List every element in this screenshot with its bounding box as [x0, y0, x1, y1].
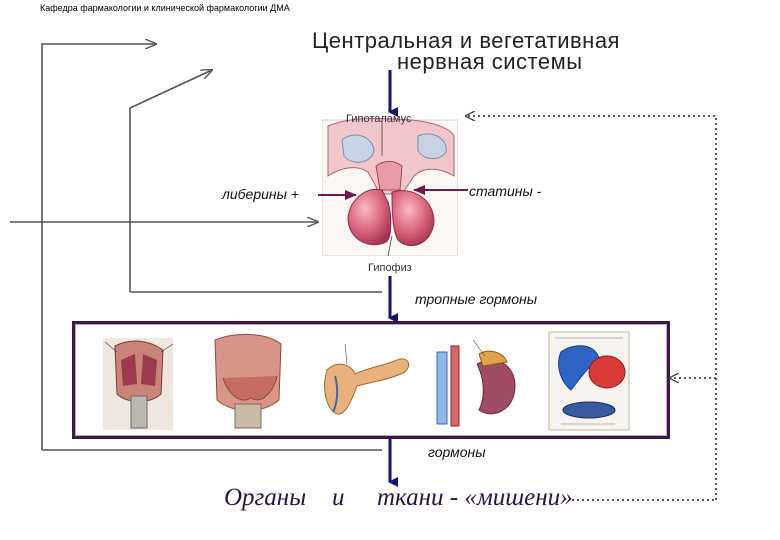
targets-tissues-text: ткани - «мишени»: [377, 484, 573, 511]
liberins-label: либерины +: [222, 186, 299, 202]
pancreas-image: [324, 343, 410, 415]
title-line1: Центральная и вегетативная: [312, 28, 620, 53]
statins-label: статины -: [469, 183, 542, 199]
title-line2: нервная системы: [397, 49, 583, 74]
header-caption: Кафедра фармакологии и клинической фарма…: [40, 3, 290, 13]
hormones-label: гормоны: [428, 444, 486, 460]
thyroid-gland-image: [103, 338, 174, 430]
ovary-diagram-image: [548, 331, 630, 431]
targets-organs-text: Органы: [224, 484, 307, 511]
targets-and-text: и: [332, 484, 345, 511]
hypothalamus-pituitary-image: [322, 117, 458, 256]
adrenal-kidney-image: [436, 339, 516, 427]
thyroid-back-image: [214, 333, 282, 429]
feedback-middle-line: [129, 70, 212, 292]
feedback-outer-line: [41, 44, 156, 450]
target-glands-panel: [72, 321, 670, 439]
pituitary-label: Гипофиз: [368, 262, 412, 274]
dotted-feedback-hypothalamus: [466, 116, 717, 500]
tropic-hormones-label: тропные гормоны: [415, 291, 538, 307]
